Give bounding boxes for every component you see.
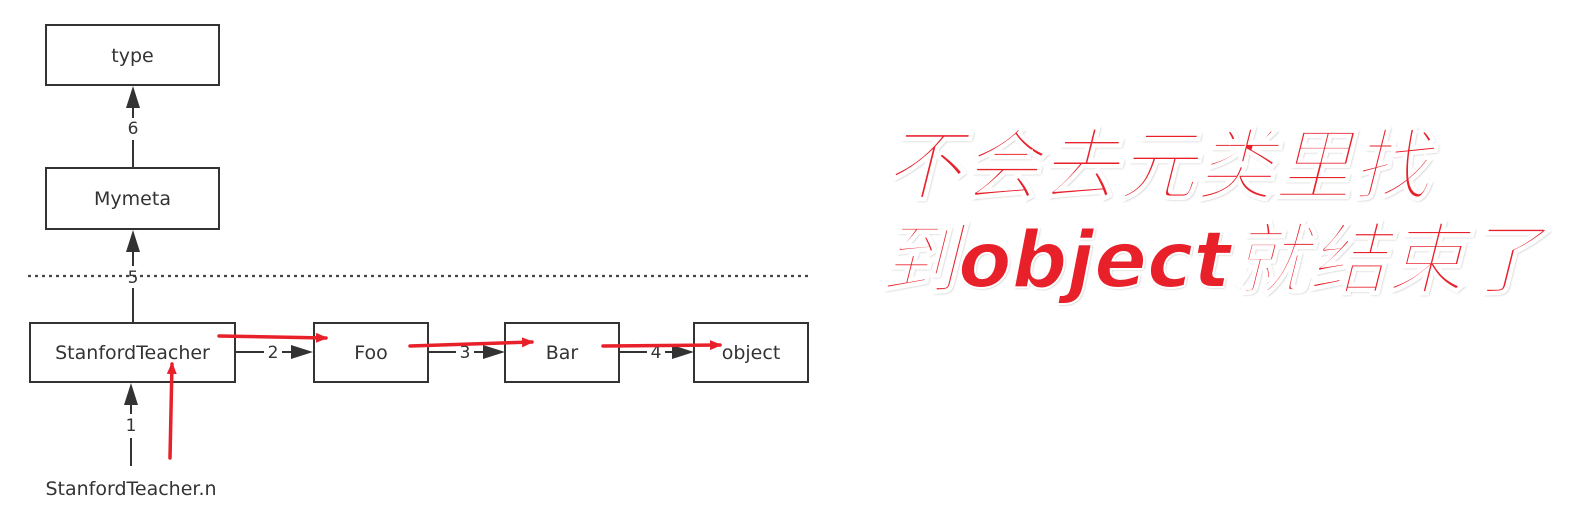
annotation-line-1: 不会去元类里找 (883, 122, 1431, 212)
node-bar-label: Bar (546, 342, 579, 364)
red-arrow-class-to-foo (217, 332, 328, 343)
edge-5-label: 5 (128, 268, 139, 288)
node-stanford-teacher: StanfordTeacher (29, 322, 236, 383)
node-stanford-teacher-label: StanfordTeacher (55, 342, 210, 364)
edge-4-arrowhead (672, 345, 694, 359)
node-mymeta-label: Mymeta (94, 188, 171, 210)
red-arrow-bar-to-object (601, 340, 722, 351)
node-object-label: object (722, 342, 781, 364)
edge-3-label: 3 (460, 343, 471, 363)
node-type: type (45, 24, 220, 86)
edge-6-arrowhead (126, 86, 140, 108)
node-foo: Foo (313, 322, 429, 383)
edge-4-label: 4 (651, 343, 662, 363)
edge-6-label: 6 (128, 119, 139, 139)
edge-3-arrowhead (483, 345, 505, 359)
node-type-label: type (111, 45, 153, 67)
red-arrow-instance-to-class (166, 362, 177, 460)
edge-1-label: 1 (126, 416, 137, 436)
annotation-line-2: 到object就结束了 (879, 216, 1544, 306)
edge-5-arrowhead (126, 230, 140, 252)
node-bar: Bar (504, 322, 620, 383)
node-object: object (693, 322, 809, 383)
node-mymeta: Mymeta (45, 167, 220, 230)
node-foo-label: Foo (354, 342, 388, 364)
node-instance-label: StanfordTeacher.n (45, 478, 216, 500)
red-arrow-foo-to-bar (408, 337, 534, 348)
edge-2-label: 2 (268, 343, 279, 363)
edge-1-arrowhead (124, 383, 138, 405)
edge-2-arrowhead (291, 345, 313, 359)
